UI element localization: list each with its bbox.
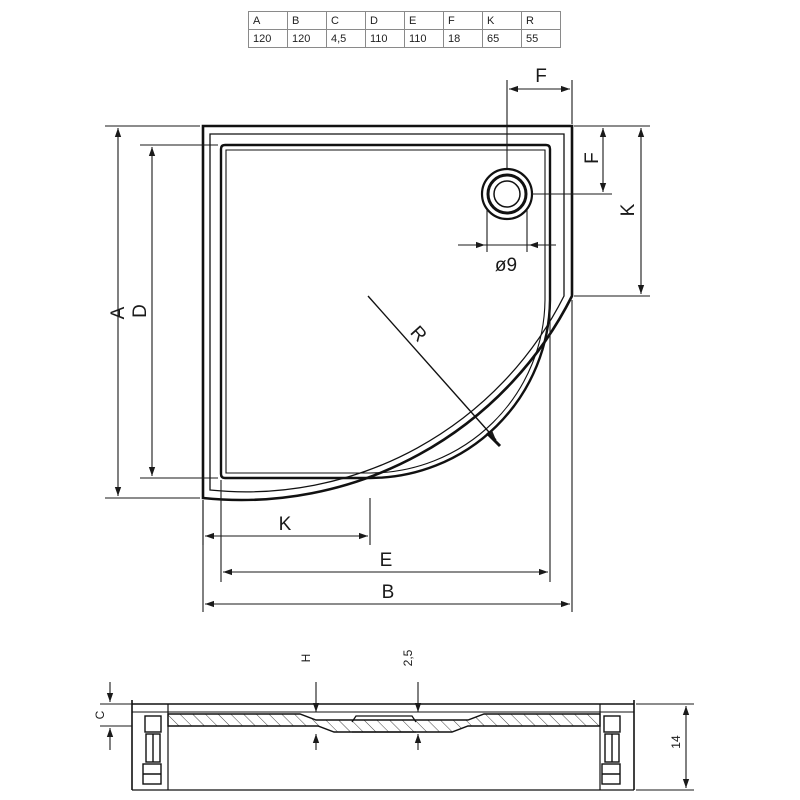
tray-outer-outline: [201, 124, 574, 502]
label-depth: 2,5: [401, 649, 415, 666]
section-hatch: [167, 713, 601, 733]
right-support-foot: [601, 715, 621, 785]
table-value-cell: 120: [287, 29, 327, 48]
label-e: E: [380, 550, 393, 571]
section-dimensions: [100, 682, 694, 791]
section-view: [131, 700, 635, 791]
radius-mark: [485, 431, 502, 448]
label-a: A: [108, 306, 129, 319]
tray-basin-outline: [219, 143, 552, 480]
section-labels: C H 2,5 14: [93, 649, 683, 748]
table-value-cell: 120: [248, 29, 288, 48]
tray-rim-outline: [209, 133, 565, 493]
label-b: B: [382, 582, 395, 603]
dimension-table-value-row: 120 120 4,5 110 110 18 65 55: [248, 29, 561, 48]
label-d: D: [130, 304, 151, 318]
label-h: H: [299, 654, 313, 663]
tray-basin-inner-outline: [225, 149, 546, 474]
dimension-table: A B C D E F K R 120 120 4,5 110 110 18 6…: [248, 11, 561, 48]
label-k-bottom: K: [279, 514, 292, 535]
plan-labels: A D K E B F F K R ø9: [108, 66, 639, 603]
plan-dimensions: [105, 80, 650, 612]
label-c: C: [93, 710, 107, 719]
dimension-table-header-row: A B C D E F K R: [248, 11, 561, 30]
left-support-foot: [142, 715, 162, 785]
label-drain-diameter: ø9: [495, 255, 517, 276]
drain-inner: [493, 180, 521, 208]
radius-line: [367, 295, 497, 441]
label-f-side: F: [582, 152, 603, 164]
drain-ring: [486, 173, 528, 215]
label-f-top: F: [535, 66, 547, 87]
table-value-cell: 65: [482, 29, 522, 48]
label-k-side: K: [618, 203, 639, 216]
label-height: 14: [669, 735, 683, 749]
table-value-cell: 55: [521, 29, 561, 48]
plan-view: [201, 124, 574, 502]
